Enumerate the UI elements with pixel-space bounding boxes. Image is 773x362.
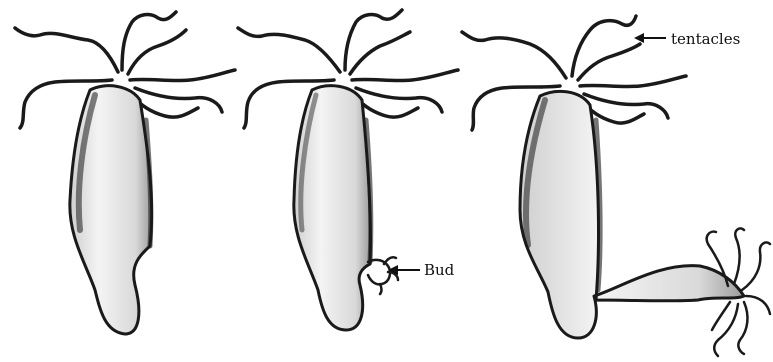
hydra-2-body [294,86,371,330]
tentacles-pointer-arrow [634,33,666,43]
hydra-3-body [520,91,744,338]
hydra-stage-3 [462,16,770,356]
hydra-1-body [70,86,152,334]
hydra-stage-1 [15,12,235,334]
tentacles-label: tentacles [671,30,740,48]
hydra-stage-2 [238,10,458,330]
bud-label: Bud [424,261,454,279]
bud-growth [368,257,398,294]
